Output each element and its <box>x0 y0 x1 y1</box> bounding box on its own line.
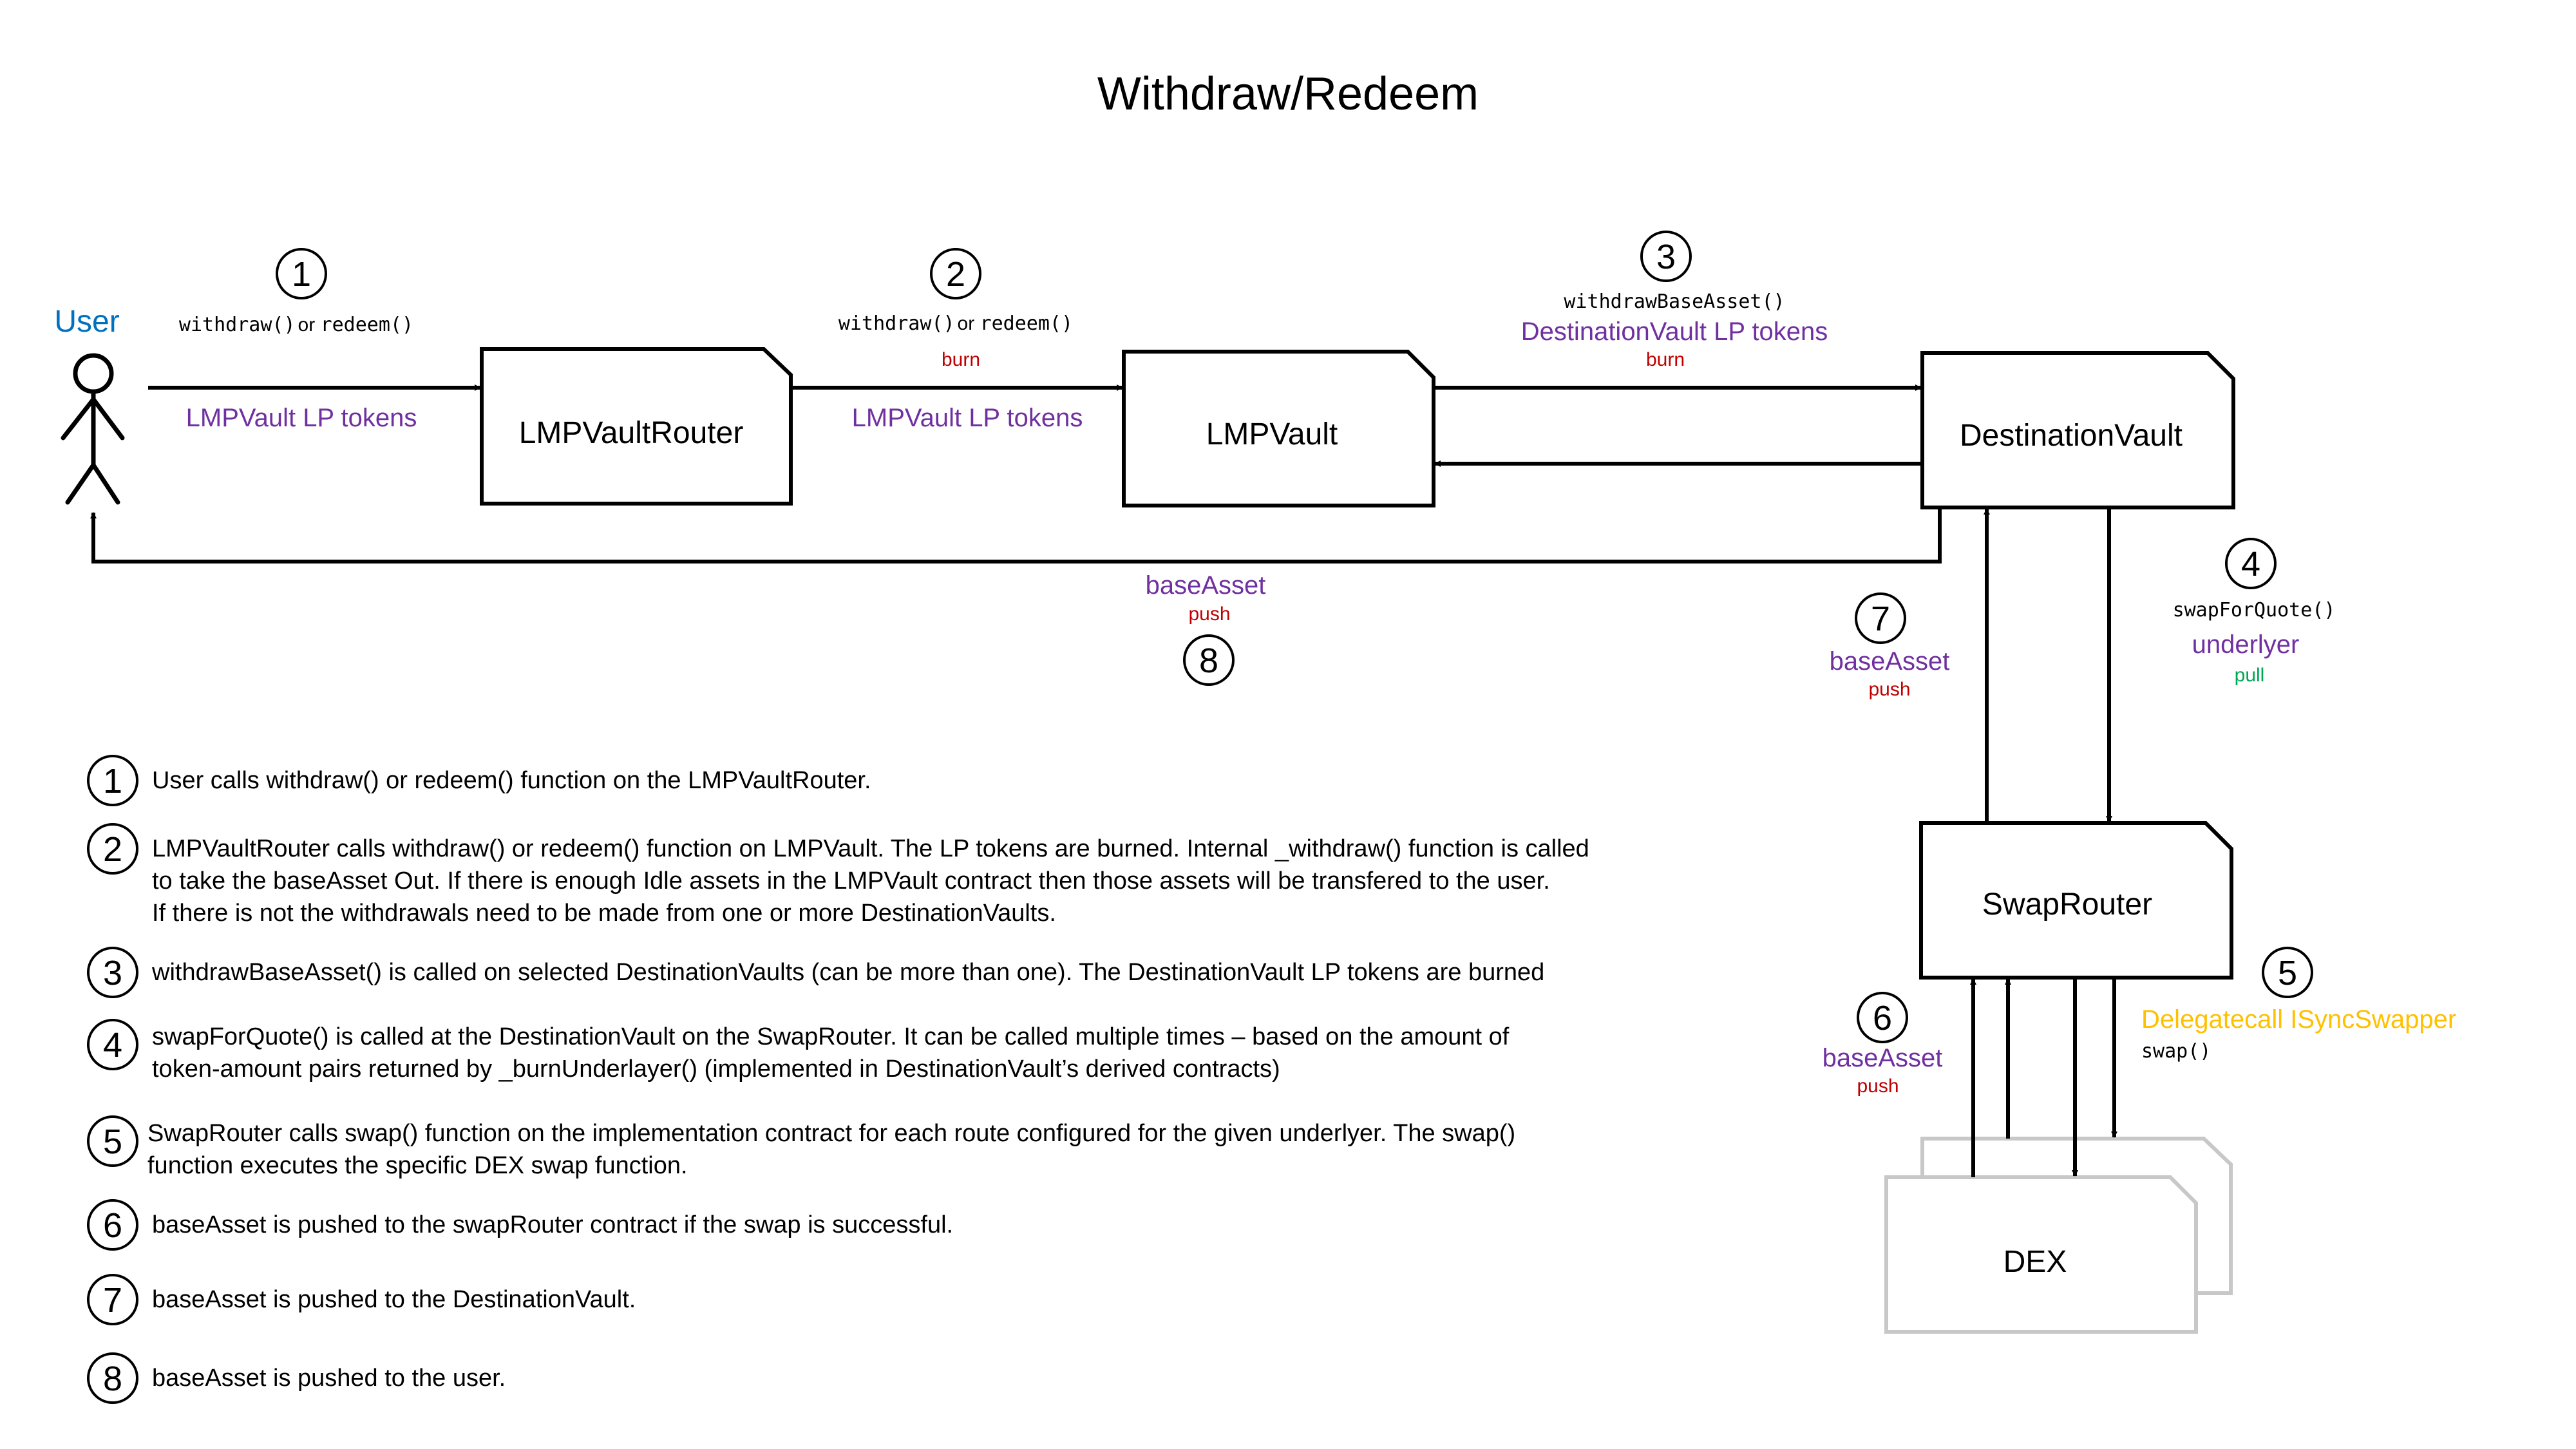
diagram-title: Withdraw/Redeem <box>1097 68 1479 120</box>
step-legend: 1 User calls withdraw() or redeem() func… <box>87 755 1589 1404</box>
step-7-marker: 7 <box>1855 592 1906 644</box>
step-1-token: LMPVault LP tokens <box>186 404 417 432</box>
legend-number: 8 <box>103 1359 122 1398</box>
step-3-call: withdrawBaseAsset() <box>1564 290 1785 313</box>
legend-text: If there is not the withdrawals need to … <box>152 900 1056 927</box>
arrow-destination-to-user <box>90 507 1942 564</box>
step-1-call: withdraw() or redeem() <box>179 314 413 336</box>
step-7-action: push <box>1868 679 1910 700</box>
dex-box: DEX <box>1884 1137 2233 1334</box>
step-2-call: withdraw() or redeem() <box>838 312 1073 335</box>
step-1-number: 1 <box>292 255 311 294</box>
stick-figure-icon <box>61 353 125 505</box>
legend-item-5: 5 SwapRouter calls swap() function on th… <box>87 1115 1515 1179</box>
legend-number: 7 <box>103 1281 122 1320</box>
step-6-marker: 6 <box>1857 992 1908 1043</box>
dex-label: DEX <box>2003 1245 2067 1279</box>
legend-number: 4 <box>103 1026 122 1065</box>
legend-item-3: 3 withdrawBaseAsset() is called on selec… <box>87 947 1544 998</box>
step-5-call: swap() <box>2141 1040 2211 1063</box>
legend-text: SwapRouter calls swap() function on the … <box>147 1120 1515 1147</box>
step-4-marker: 4 <box>2225 538 2277 589</box>
legend-number: 5 <box>103 1122 122 1161</box>
legend-text: baseAsset is pushed to the DestinationVa… <box>152 1286 636 1313</box>
destinationvault-label: DestinationVault <box>1960 419 2183 453</box>
legend-number: 3 <box>103 954 122 992</box>
legend-text: User calls withdraw() or redeem() functi… <box>152 767 871 794</box>
legend-text: function executes the specific DEX swap … <box>147 1152 688 1179</box>
legend-item-6: 6 baseAsset is pushed to the swapRouter … <box>87 1199 953 1251</box>
legend-text: to take the baseAsset Out. If there is e… <box>152 867 1550 895</box>
step-2-number: 2 <box>946 255 965 294</box>
legend-item-4: 4 swapForQuote() is called at the Destin… <box>87 1019 1510 1083</box>
legend-number: 2 <box>103 830 122 869</box>
legend-item-2: 2 LMPVaultRouter calls withdraw() or red… <box>87 823 1589 927</box>
legend-text: baseAsset is pushed to the swapRouter co… <box>152 1211 953 1238</box>
step-4-number: 4 <box>2241 545 2260 583</box>
step-6-token: baseAsset <box>1823 1044 1943 1072</box>
user-actor: User <box>54 305 125 505</box>
step-5-marker: 5 <box>2262 947 2313 998</box>
step-5-delegate: Delegatecall ISyncSwapper <box>2141 1005 2456 1034</box>
step-6-number: 6 <box>1873 999 1892 1037</box>
step-4-call: swapForQuote() <box>2173 599 2336 621</box>
legend-item-8: 8 baseAsset is pushed to the user. <box>87 1352 506 1404</box>
legend-text: swapForQuote() is called at the Destinat… <box>152 1023 1510 1050</box>
step-3-action: burn <box>1646 349 1685 370</box>
step-1-marker: 1 <box>276 248 327 299</box>
user-label: User <box>54 305 119 339</box>
lmpvaultrouter-label: LMPVaultRouter <box>519 416 744 450</box>
step-7-number: 7 <box>1871 600 1890 638</box>
step-2-action: burn <box>942 349 980 370</box>
step-8-marker: 8 <box>1183 634 1235 686</box>
legend-number: 1 <box>103 762 122 800</box>
step-3-number: 3 <box>1656 238 1676 276</box>
step-8-action: push <box>1188 603 1230 625</box>
step-7-token: baseAsset <box>1830 647 1950 676</box>
legend-text: baseAsset is pushed to the user. <box>152 1365 506 1392</box>
lmpvault-label: LMPVault <box>1206 417 1338 451</box>
legend-item-7: 7 baseAsset is pushed to the Destination… <box>87 1274 636 1325</box>
swaprouter-label: SwapRouter <box>1982 887 2152 922</box>
legend-number: 6 <box>103 1206 122 1245</box>
legend-item-1: 1 User calls withdraw() or redeem() func… <box>87 755 871 806</box>
step-2-marker: 2 <box>930 248 981 299</box>
step-3-token: DestinationVault LP tokens <box>1521 317 1828 346</box>
step-6-action: push <box>1857 1075 1899 1097</box>
step-5-number: 5 <box>2278 954 2297 992</box>
legend-text: LMPVaultRouter calls withdraw() or redee… <box>152 835 1589 862</box>
destinationvault-box: DestinationVault <box>1920 351 2235 509</box>
step-3-marker: 3 <box>1640 231 1692 282</box>
step-4-action: pull <box>2235 665 2265 686</box>
legend-text: token-amount pairs returned by _burnUnde… <box>152 1056 1280 1083</box>
legend-text: withdrawBaseAsset() is called on selecte… <box>151 959 1544 986</box>
lmpvault-box: LMPVault <box>1122 350 1435 507</box>
step-8-number: 8 <box>1199 641 1218 680</box>
step-4-token: underlyer <box>2192 630 2300 659</box>
lmpvaultrouter-box: LMPVaultRouter <box>480 347 793 506</box>
swaprouter-box: SwapRouter <box>1919 821 2233 980</box>
step-2-token: LMPVault LP tokens <box>852 404 1083 432</box>
step-8-token: baseAsset <box>1146 571 1266 600</box>
